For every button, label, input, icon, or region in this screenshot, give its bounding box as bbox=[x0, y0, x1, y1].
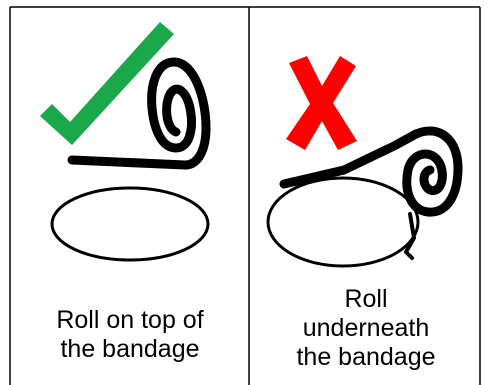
caption-line: Roll bbox=[256, 285, 476, 314]
caption-line: Roll on top of bbox=[28, 306, 232, 335]
caption-correct: Roll on top of the bandage bbox=[28, 306, 232, 364]
caption-line: underneath bbox=[256, 314, 476, 343]
cross-icon bbox=[286, 56, 357, 150]
bandage-roll-underneath bbox=[268, 131, 458, 266]
caption-incorrect: Roll underneath the bandage bbox=[256, 285, 476, 372]
caption-line: the bandage bbox=[28, 335, 232, 364]
bandage-roll-on-top bbox=[52, 62, 208, 260]
caption-line: the bandage bbox=[256, 343, 476, 372]
